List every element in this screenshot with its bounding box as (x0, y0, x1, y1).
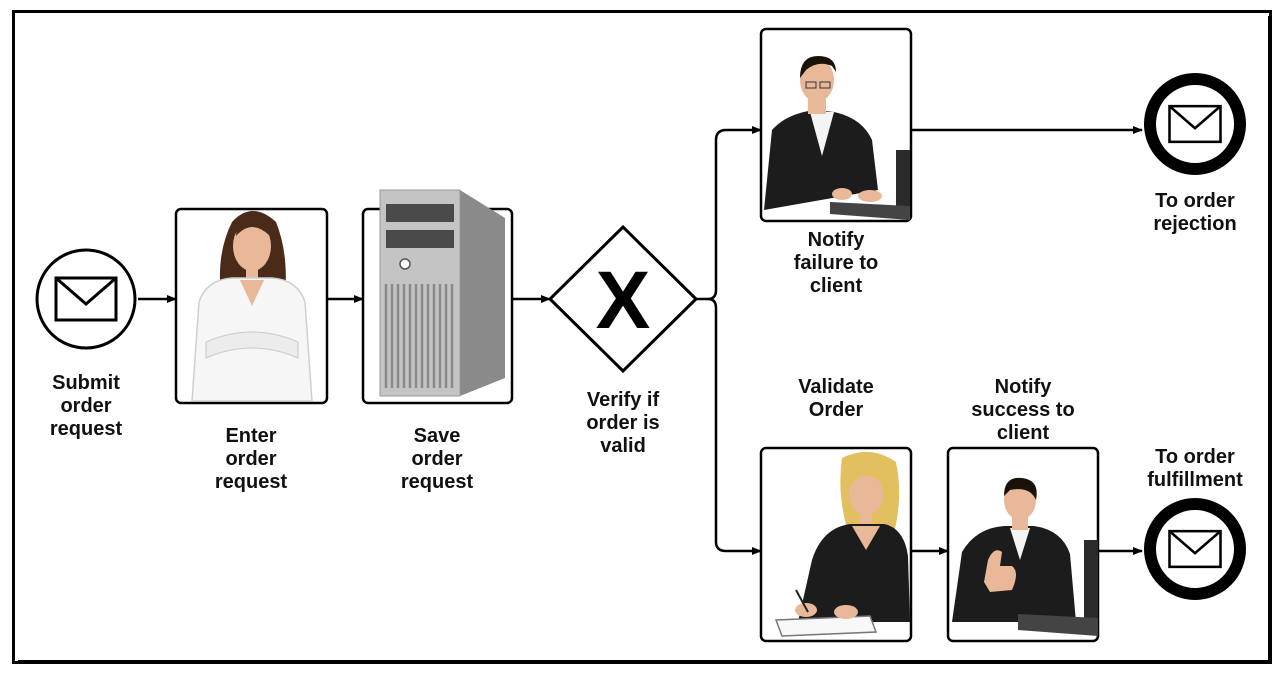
label-to-order-rejection: To order rejection (1153, 190, 1237, 235)
task-enter-order-request (174, 207, 329, 405)
label-submit-order-request: Submit order request (49, 372, 123, 440)
gateway-symbol: X (596, 255, 651, 346)
sequence-flows (138, 126, 1143, 555)
outer-frame (12, 10, 1272, 664)
end-event-rejection (1144, 73, 1246, 175)
label-to-order-fulfillment: To order fulfillment (1147, 446, 1243, 491)
label-validate-order: Validate Order (798, 376, 874, 421)
person-writing-icon (774, 451, 910, 637)
envelope-icon (1168, 104, 1222, 144)
task-notify-failure (759, 27, 913, 223)
flow-gateway-to-failure (696, 126, 762, 301)
task-save-order-request (361, 189, 514, 405)
label-verify-if-order-is-valid: Verify if order is valid (586, 389, 660, 457)
task-validate-order (759, 446, 913, 643)
label-notify-success-to-client: Notify success to client (971, 376, 1075, 444)
end-event-fulfillment (1144, 498, 1246, 600)
person-laptop-icon (764, 56, 910, 220)
task-notify-success (946, 446, 1100, 643)
server-icon (379, 189, 505, 397)
envelope-icon (1168, 529, 1222, 569)
envelope-icon (54, 276, 118, 322)
exclusive-gateway: X (547, 224, 699, 374)
label-save-order-request: Save order request (400, 425, 474, 493)
flow-gateway-to-validate (707, 297, 762, 555)
start-event (35, 248, 137, 350)
label-notify-failure-to-client: Notify failure to client (793, 229, 879, 297)
label-enter-order-request: Enter order request (214, 425, 288, 493)
person-woman-icon (191, 211, 313, 402)
frame-shadow (18, 16, 1270, 662)
person-thumbs-up-icon (952, 477, 1098, 636)
